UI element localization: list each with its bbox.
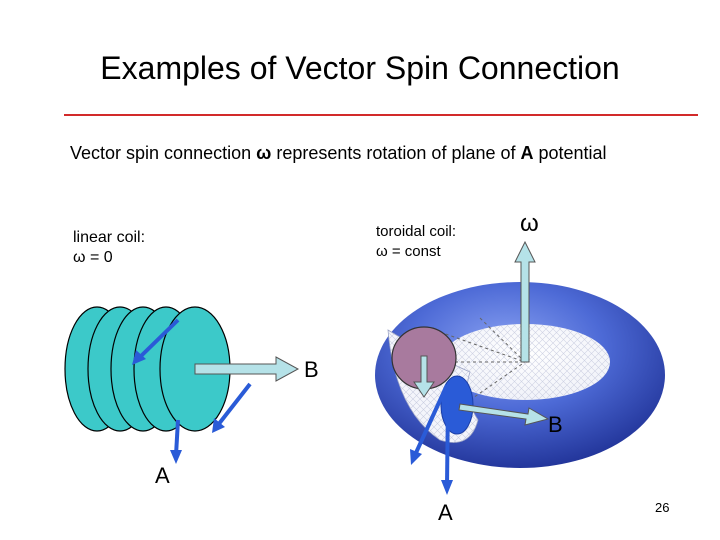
linear-potential-pointer [170,419,182,464]
omega-label: ω [520,210,539,237]
toroid-potential-arrow-2 [441,399,453,495]
toroid-potential-arrow-1 [410,384,449,465]
toroidal-coil-label-line1: toroidal coil: [376,223,457,240]
page-number: 26 [655,500,670,515]
guide-line-3 [469,361,526,401]
toroidal-coil-label-line2: ω = const [376,243,441,260]
toroid-field-label: B [548,412,563,437]
linear-potential-label: A [155,463,170,488]
page-title: Examples of Vector Spin Connection [100,50,620,86]
subtitle-text-1: Vector spin connection [70,143,257,163]
linear-field-arrow [194,356,300,382]
guide-line-4 [479,317,526,363]
toroid-potential-label: A [438,500,453,525]
omega-arrow [514,240,536,363]
linear-coil-label: linear coil: ω = 0 [73,228,145,268]
subtitle-A: A [520,143,534,163]
subtitle-text-2: represents rotation of plane of [271,143,521,163]
subtitle-text-3: potential [533,143,607,163]
title-divider [64,114,698,116]
linear-coil [64,306,300,464]
linear-potential-arrow-back [132,318,180,365]
toroidal-coil [375,240,665,495]
toroid-field-arrow [458,403,550,426]
linear-field-label: B [304,357,319,382]
linear-coil-label-line2: ω = 0 [73,249,113,266]
toroid-inner-arrow [413,355,435,398]
linear-potential-arrow-front [212,382,252,433]
subtitle-omega: ω [256,143,272,163]
toroidal-coil-label: toroidal coil: ω = const [376,222,456,262]
linear-coil-label-line1: linear coil: [73,229,146,246]
subtitle: Vector spin connection ω represents rota… [70,142,607,164]
